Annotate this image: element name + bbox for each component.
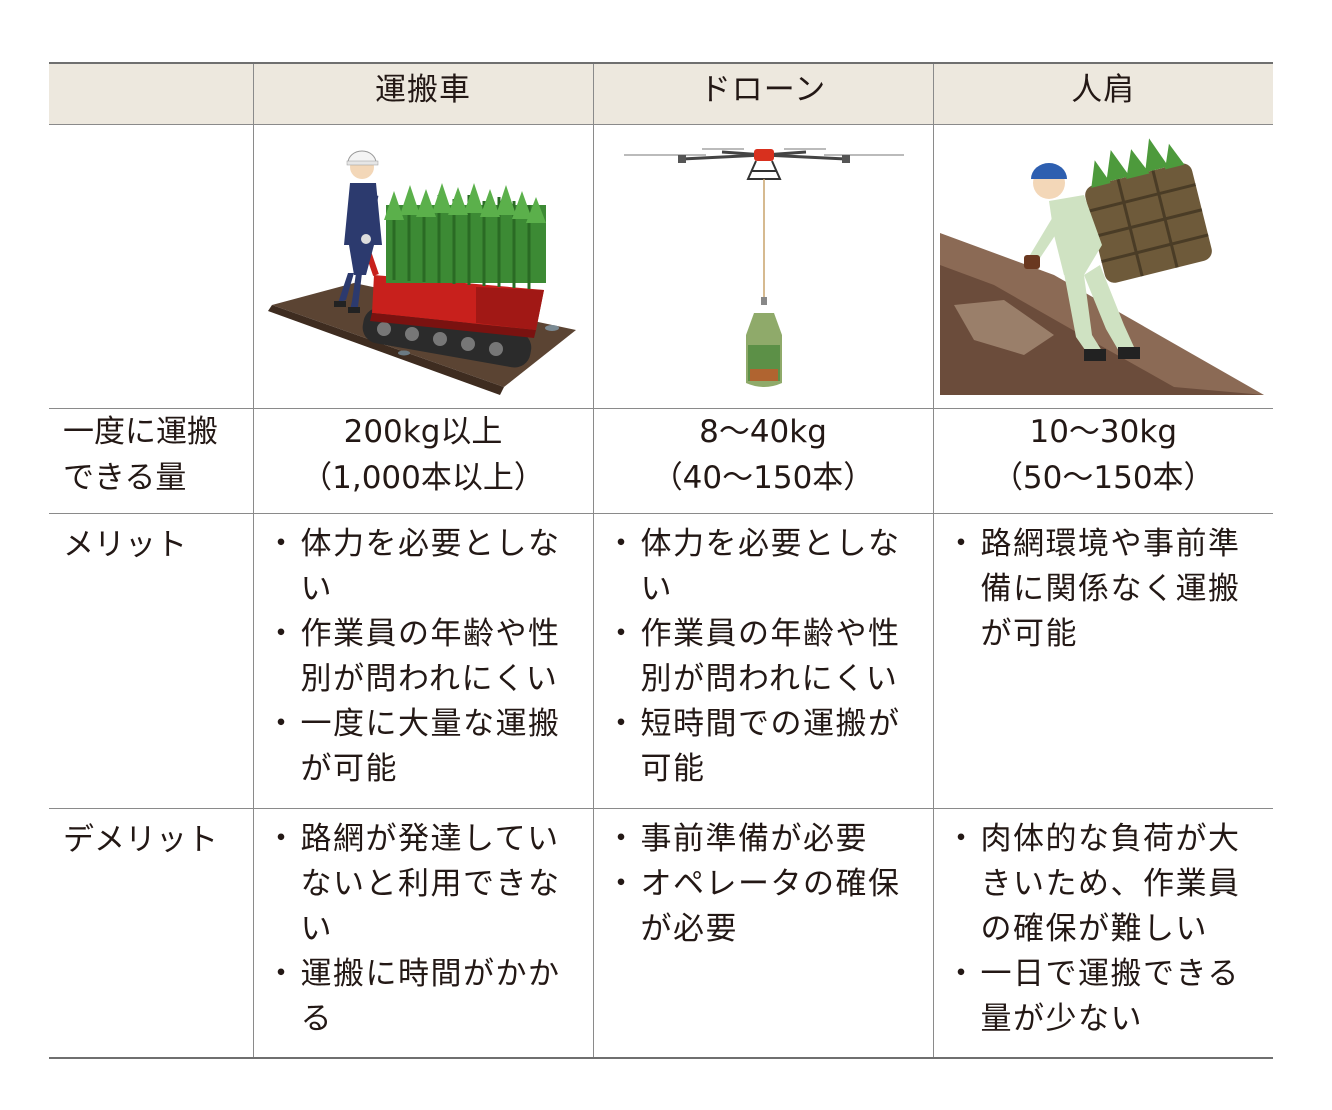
- merits-label: メリット: [49, 513, 253, 809]
- illustration-row: [49, 124, 1273, 409]
- list-item-line: 備に関係なく運搬: [980, 571, 1241, 607]
- crawler-carrier-illustration: [267, 150, 576, 395]
- header-carrier: 運搬車: [252, 62, 593, 125]
- list-item-line: 体力を必要としな: [640, 526, 901, 562]
- list-item-line: オペレータの確保: [640, 866, 901, 902]
- drone-illustration-cell: [592, 124, 933, 409]
- list-item-line: る: [300, 1001, 333, 1037]
- capacity-carrier: 200kg以上 （1,000本以上）: [252, 408, 593, 514]
- capacity-label: 一度に運搬 できる量: [49, 408, 253, 514]
- list-item: 事前準備が必要: [606, 817, 923, 862]
- list-item-line: 体力を必要としな: [300, 526, 561, 562]
- carrier-illustration-cell: [252, 124, 593, 409]
- list-item-line: 一度に大量な運搬: [300, 706, 561, 742]
- person-carrying-illustration: [939, 138, 1264, 395]
- drone-illustration: [623, 148, 904, 387]
- capacity-weight: 10～30kg: [1029, 414, 1178, 450]
- list-item-line: 量が少ない: [980, 1001, 1143, 1037]
- header-row: 運搬車 ドローン 人肩: [49, 62, 1273, 125]
- list-item-line: い: [640, 571, 673, 607]
- capacity-label-line: できる量: [63, 460, 187, 496]
- list-item-line: 作業員の年齢や性: [640, 616, 901, 652]
- illustration-empty-cell: [49, 124, 253, 409]
- capacity-weight: 200kg以上: [343, 414, 503, 450]
- capacity-weight: 8～40kg: [699, 414, 827, 450]
- list-item-line: 可能: [640, 751, 706, 787]
- list-item-line: 路網環境や事前準: [980, 526, 1241, 562]
- list-item-line: が可能: [300, 751, 398, 787]
- list-item-line: 別が問われにくい: [640, 661, 899, 697]
- capacity-drone: 8～40kg （40～150本）: [592, 408, 933, 514]
- header-drone: ドローン: [592, 62, 933, 125]
- list-item-line: 一日で運搬できる: [980, 956, 1240, 992]
- list-item-line: 作業員の年齢や性: [300, 616, 561, 652]
- person-carrying-illustration-cell: [932, 124, 1273, 409]
- capacity-human: 10～30kg （50～150本）: [932, 408, 1273, 514]
- capacity-count: （50～150本）: [991, 460, 1215, 496]
- capacity-row: 一度に運搬 できる量 200kg以上 （1,000本以上） 8～40kg （40…: [49, 408, 1273, 514]
- list-item-line: ないと利用できな: [300, 866, 561, 902]
- header-corner-cell: [49, 62, 253, 125]
- list-item-line: い: [300, 571, 333, 607]
- capacity-label-line: 一度に運搬: [63, 414, 218, 450]
- list-item-line: 別が問われにくい: [300, 661, 559, 697]
- list-item-line: 事前準備が必要: [640, 821, 868, 857]
- list-item-line: 肉体的な負荷が大: [980, 821, 1241, 857]
- capacity-count: （1,000本以上）: [301, 460, 545, 496]
- list-item-line: 路網が発達してい: [300, 821, 560, 857]
- list-item-line: が可能: [980, 616, 1078, 652]
- capacity-count: （40～150本）: [651, 460, 875, 496]
- list-item-line: が必要: [640, 911, 738, 947]
- list-item-line: 短時間での運搬が: [640, 706, 901, 742]
- list-item-line: い: [300, 911, 333, 947]
- comparison-table: 運搬車 ドローン 人肩: [49, 62, 1273, 1059]
- list-item-line: きいため、作業員: [980, 866, 1241, 902]
- list-item-line: の確保が難しい: [980, 911, 1208, 947]
- demerits-label: デメリット: [49, 808, 253, 1059]
- list-item-line: 運搬に時間がかか: [300, 956, 561, 992]
- header-human-shoulder: 人肩: [932, 62, 1273, 125]
